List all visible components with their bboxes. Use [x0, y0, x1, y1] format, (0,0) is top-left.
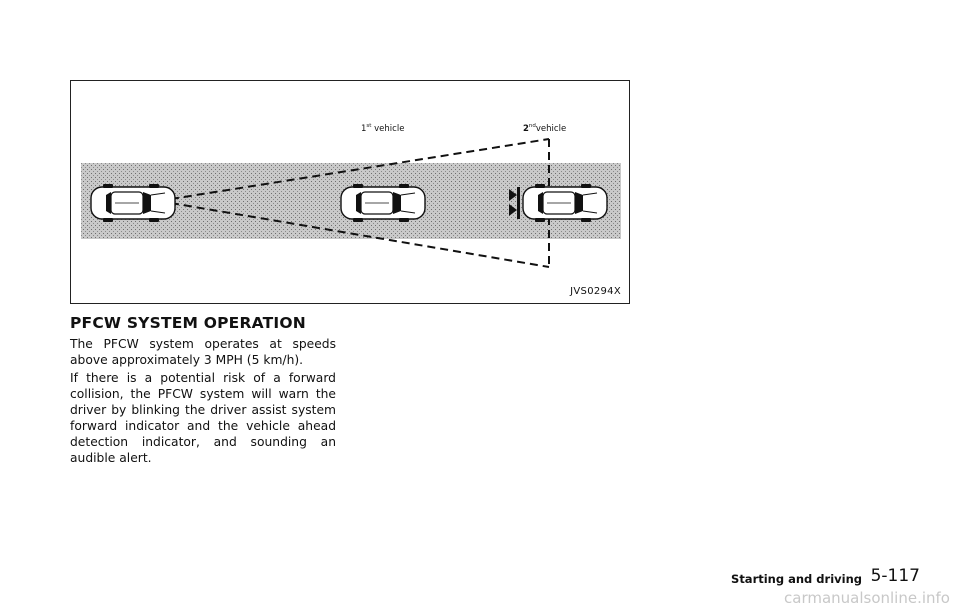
- detection-range-top-line: [170, 138, 550, 200]
- watermark: carmanualsonline.info: [784, 589, 950, 607]
- second-vehicle-label-sup: nd: [529, 123, 536, 129]
- second-vehicle-label: 2ndvehicle: [523, 123, 566, 134]
- first-vehicle-label: 1st vehicle: [361, 123, 404, 134]
- first-vehicle-label-word: vehicle: [371, 124, 404, 134]
- paragraph-warning-behavior: If there is a potential risk of a forwar…: [70, 371, 336, 465]
- first-vehicle-car-icon: [340, 183, 426, 223]
- second-vehicle-label-num: 2: [523, 124, 529, 134]
- pfcw-detection-diagram: 1st vehicle 2ndvehicle: [81, 123, 621, 268]
- page-number: 5-117: [870, 566, 920, 586]
- section-title: PFCW SYSTEM OPERATION: [70, 314, 306, 332]
- figure-code: JVS0294X: [570, 286, 621, 297]
- second-vehicle-label-word: vehicle: [536, 124, 566, 134]
- second-vehicle-car-icon: [522, 183, 608, 223]
- paragraph-operating-speed: The PFCW system operates at speeds above…: [70, 337, 336, 367]
- first-vehicle-label-num: 1: [361, 124, 366, 134]
- own-vehicle-car-icon: [90, 183, 176, 223]
- first-vehicle-label-sup: st: [366, 123, 372, 129]
- diagram-figure: 1st vehicle 2ndvehicle JVS0294X: [70, 80, 630, 304]
- detection-range-bottom-line: [170, 202, 550, 268]
- footer-section-name: Starting and driving: [731, 572, 862, 586]
- detection-arrows-icon: [509, 187, 520, 219]
